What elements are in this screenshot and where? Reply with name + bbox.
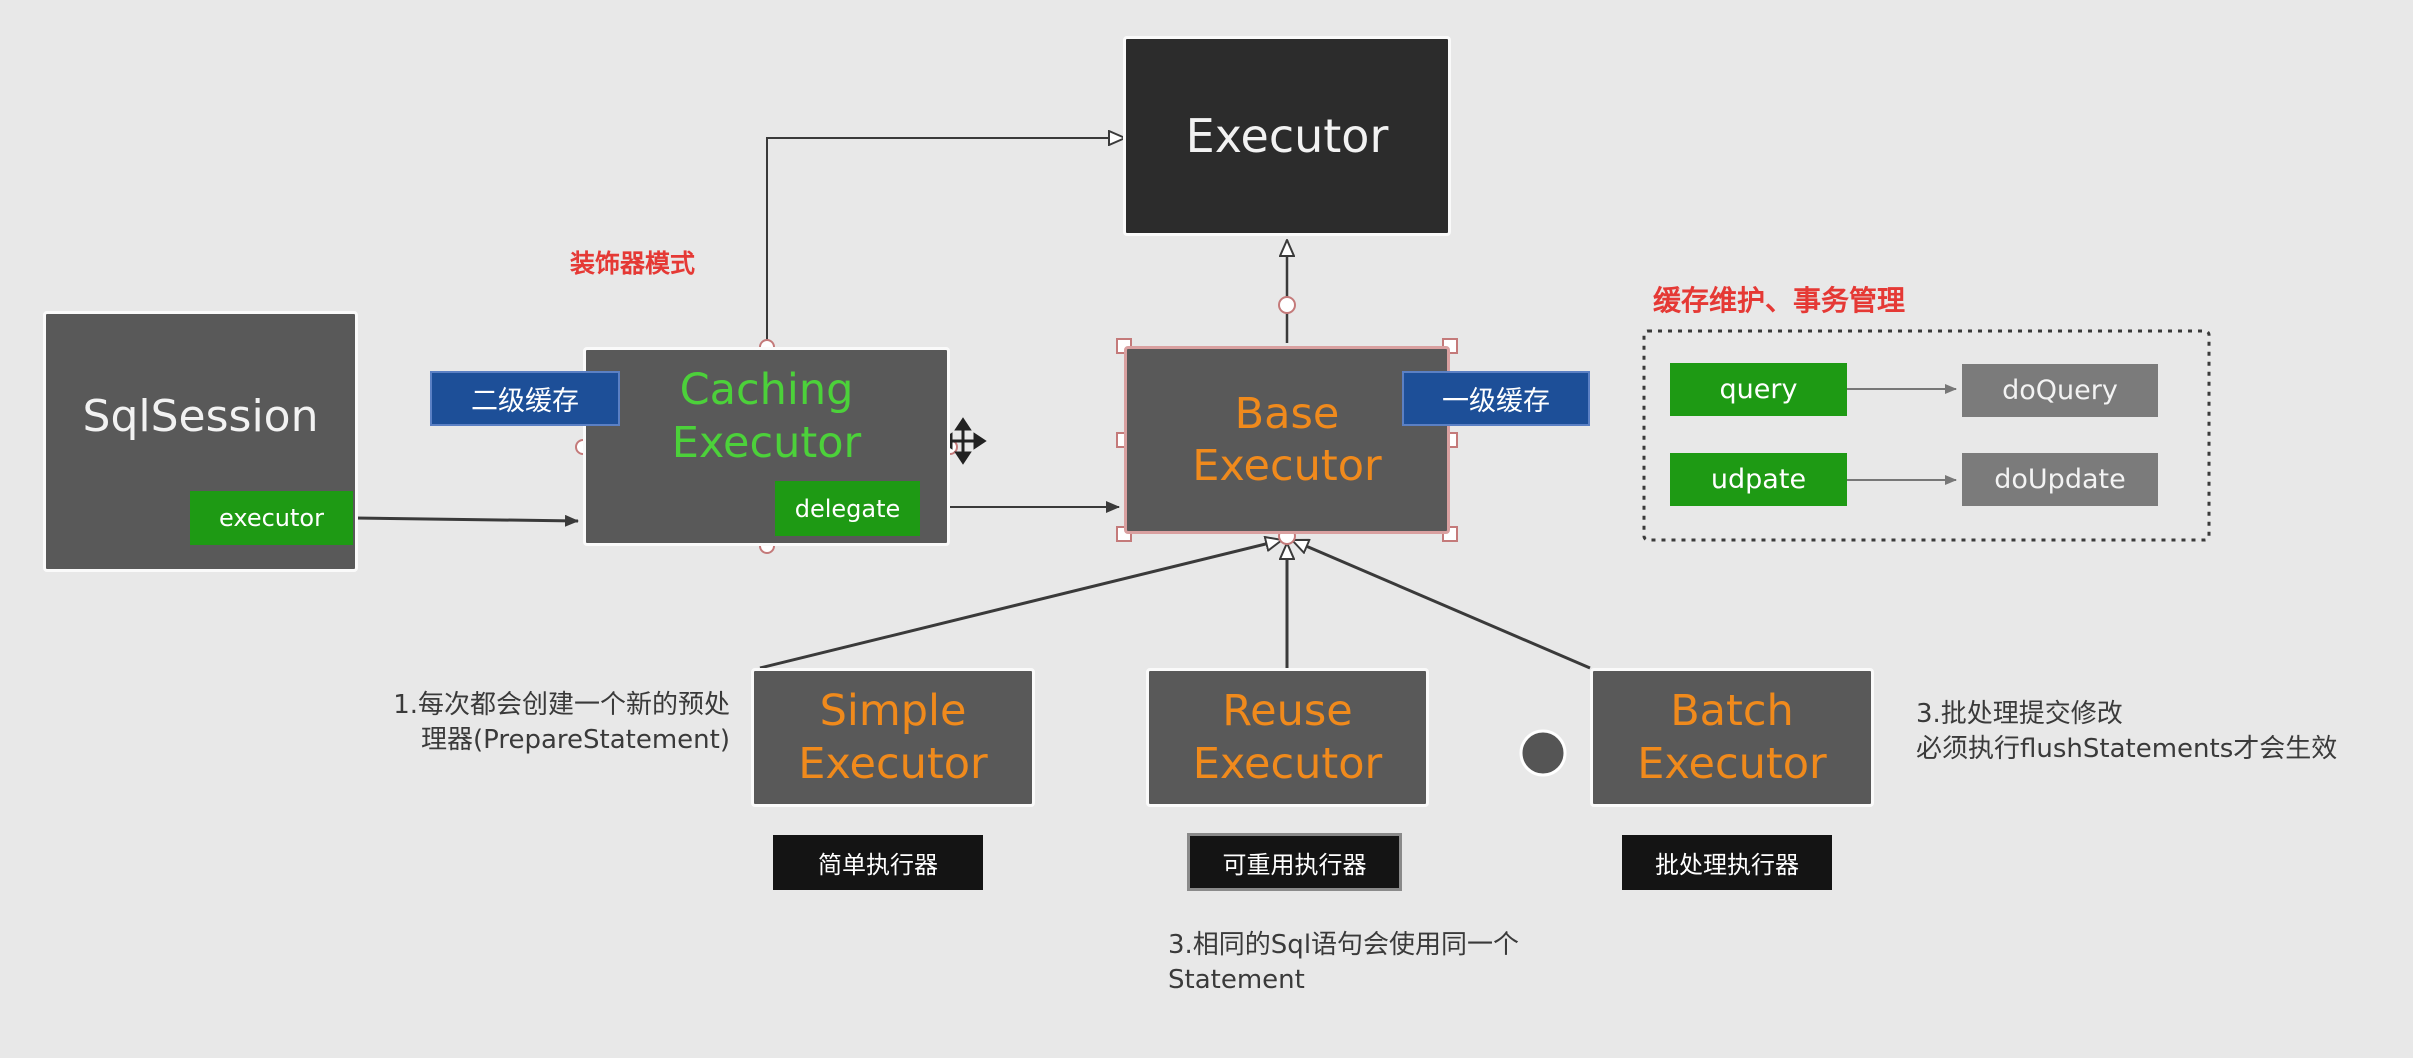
batch-executor-note: 3.批处理提交修改 必须执行flushStatements才会生效 <box>1916 697 2337 767</box>
simple-executor-cn-label: 简单执行器 <box>773 835 983 890</box>
executor-label: Executor <box>1185 108 1389 163</box>
batch-to-base-line <box>1292 538 1591 670</box>
sqlsession-to-caching-line <box>354 514 579 527</box>
cache-tx-group-border <box>1642 329 2211 542</box>
reuse-note-line1: 3.相同的Sql语句会使用同一个 <box>1168 930 1520 960</box>
executor-node[interactable]: Executor <box>1123 36 1451 236</box>
doquery-method[interactable]: doQuery <box>1962 364 2158 417</box>
sqlsession-executor-field[interactable]: executor <box>190 491 353 545</box>
doupdate-method[interactable]: doUpdate <box>1962 453 2158 506</box>
cache-tx-note: 缓存维护、事务管理 <box>1653 284 1906 317</box>
reuse-note-line2: Statement <box>1168 965 1305 996</box>
update-method[interactable]: udpate <box>1670 453 1847 506</box>
simple-executor-note: 1.每次都会创建一个新的预处 理器(PrepareStatement) <box>330 688 730 758</box>
caching-to-executor-line <box>766 138 1125 347</box>
caching-executor-line2: Executor <box>671 417 862 468</box>
simple-executor-line1: Simple <box>819 686 967 737</box>
cursor-dot <box>1519 729 1567 777</box>
batch-executor-cn-label: 批处理执行器 <box>1622 835 1832 890</box>
caching-executor-line1: Caching <box>679 365 854 416</box>
simple-to-base-line <box>759 540 1282 670</box>
simple-note-line2: 理器(PrepareStatement) <box>421 725 730 756</box>
batch-executor-node[interactable]: Batch Executor <box>1590 668 1874 807</box>
second-level-cache-tag: 二级缓存 <box>430 371 620 426</box>
simple-executor-node[interactable]: Simple Executor <box>751 668 1035 807</box>
query-method[interactable]: query <box>1670 363 1847 416</box>
simple-note-line1: 1.每次都会创建一个新的预处 <box>393 690 730 720</box>
reuse-executor-line2: Executor <box>1192 738 1383 789</box>
base-executor-node[interactable]: Base Executor <box>1124 346 1450 534</box>
reuse-executor-node[interactable]: Reuse Executor <box>1146 668 1429 807</box>
batch-executor-line2: Executor <box>1637 738 1827 789</box>
decorator-pattern-note: 装饰器模式 <box>570 249 696 278</box>
batch-note-line2: 必须执行flushStatements才会生效 <box>1916 734 2338 765</box>
base-handle-top <box>1278 296 1296 314</box>
base-executor-line1: Base <box>1234 388 1340 439</box>
batch-executor-line1: Batch <box>1670 686 1794 737</box>
first-level-cache-tag: 一级缓存 <box>1402 371 1590 426</box>
simple-executor-line2: Executor <box>798 738 988 789</box>
sqlsession-label: SqlSession <box>82 390 319 442</box>
reuse-executor-cn-label: 可重用执行器 <box>1187 833 1402 891</box>
caching-delegate-field[interactable]: delegate <box>775 481 920 536</box>
reuse-executor-line1: Reuse <box>1222 686 1353 737</box>
base-executor-line2: Executor <box>1192 441 1382 491</box>
reuse-executor-note: 3.相同的Sql语句会使用同一个 Statement <box>1168 928 1519 998</box>
batch-note-line1: 3.批处理提交修改 <box>1916 699 2123 729</box>
